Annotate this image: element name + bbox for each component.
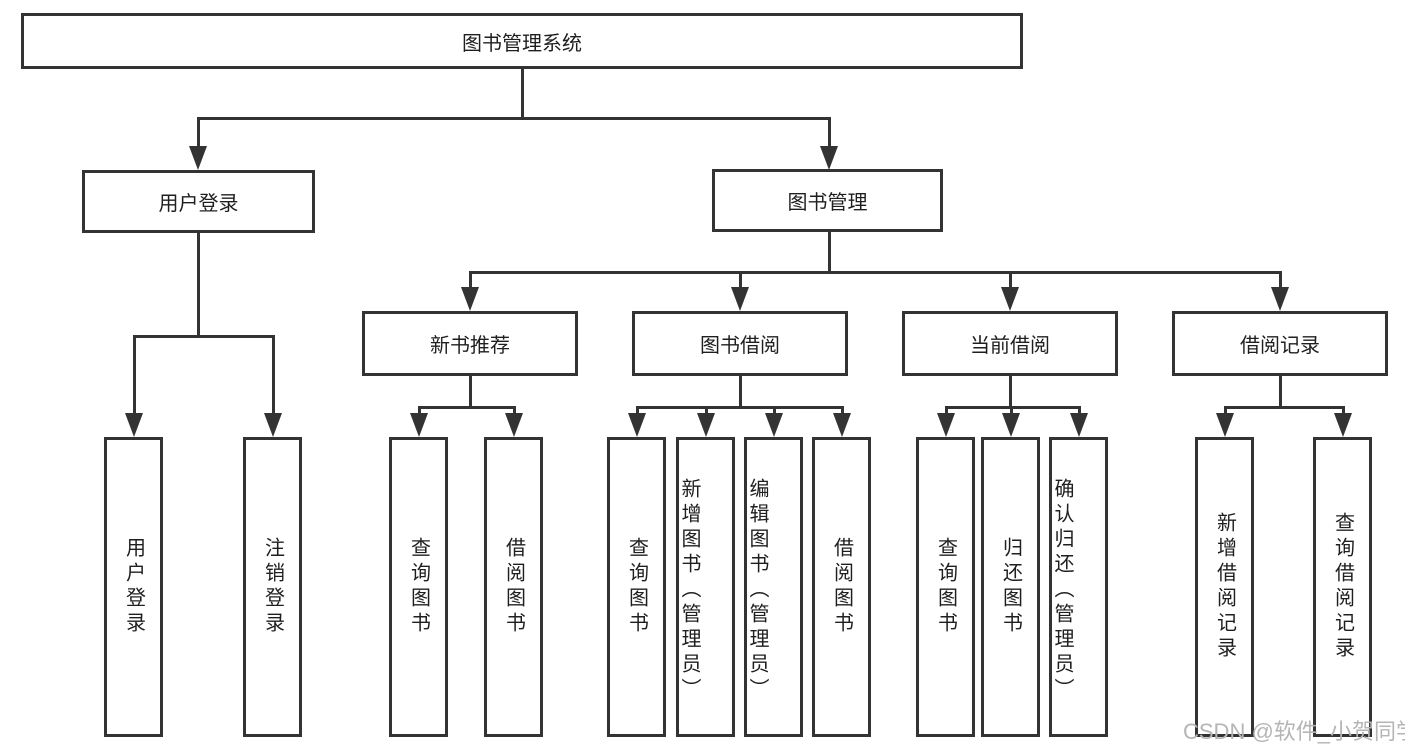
csdn-watermark: CSDN @软件_小贺同学 — [1183, 719, 1405, 744]
node-user-login-label: 用户登录 — [158, 193, 239, 215]
connector-leaf — [944, 406, 948, 418]
connector-to-current-borrow — [1008, 271, 1012, 293]
arrow-down-icon — [833, 413, 851, 437]
arrow-down-icon — [1271, 287, 1289, 311]
arrow-down-icon — [820, 146, 838, 170]
connector-to-leaf-user-login — [132, 335, 136, 415]
node-current-borrow: 当前借阅 — [902, 311, 1118, 376]
arrow-down-icon — [937, 413, 955, 437]
arrow-down-icon — [697, 413, 715, 437]
connector-to-book-mgmt — [827, 117, 831, 150]
connector-root-rail — [196, 117, 831, 120]
connector-to-leaf-logout — [271, 335, 275, 415]
arrow-down-icon — [1334, 413, 1352, 437]
connector-current-borrow-rail — [944, 406, 1081, 409]
connector-to-borrow-record — [1278, 271, 1282, 293]
arrow-down-icon — [628, 413, 646, 437]
connector-leaf — [772, 406, 776, 418]
connector-book-mgmt-stem — [827, 232, 831, 271]
node-new-book-rec-label: 新书推荐 — [430, 335, 510, 357]
node-leaf-user-login: 用户登录 — [104, 437, 163, 737]
node-leaf-query-book-1: 查询图书 — [389, 437, 448, 737]
connector-new-book-rec-rail — [417, 406, 516, 409]
connector-book-borrow-rail — [635, 406, 844, 409]
node-book-borrow-label: 图书借阅 — [700, 335, 780, 357]
arrow-down-icon — [189, 146, 207, 170]
node-borrow-record: 借阅记录 — [1172, 311, 1388, 376]
node-book-borrow: 图书借阅 — [632, 311, 848, 376]
connector-borrow-record-stem — [1278, 376, 1282, 406]
node-root: 图书管理系统 — [21, 13, 1023, 69]
arrow-down-icon — [264, 413, 282, 437]
connector-leaf — [704, 406, 708, 418]
connector-leaf — [1009, 406, 1013, 418]
arrow-down-icon — [731, 287, 749, 311]
connector-new-book-rec-stem — [468, 376, 472, 406]
node-leaf-query-book-2: 查询图书 — [607, 437, 666, 737]
node-leaf-edit-book: 编辑图书（管理员） — [744, 437, 803, 737]
node-leaf-user-login-label: 用户登录 — [122, 537, 145, 637]
connector-user-login-rail — [132, 335, 275, 338]
connector-leaf — [417, 406, 421, 418]
node-leaf-add-record: 新增借阅记录 — [1195, 437, 1254, 737]
connector-to-new-book-rec — [468, 271, 472, 293]
arrow-down-icon — [1002, 413, 1020, 437]
connector-leaf — [1077, 406, 1081, 418]
node-leaf-logout: 注销登录 — [243, 437, 302, 737]
node-user-login: 用户登录 — [82, 170, 315, 233]
node-new-book-rec: 新书推荐 — [362, 311, 578, 376]
node-leaf-query-book-3-label: 查询图书 — [934, 537, 957, 637]
connector-leaf — [635, 406, 639, 418]
node-leaf-return-book: 归还图书 — [981, 437, 1040, 737]
node-leaf-borrow-book-2-label: 借阅图书 — [830, 537, 853, 637]
connector-book-mgmt-rail — [468, 271, 1282, 274]
connector-user-login-stem — [196, 233, 200, 335]
arrow-down-icon — [410, 413, 428, 437]
node-leaf-borrow-book-1: 借阅图书 — [484, 437, 543, 737]
node-leaf-add-book-label: 新增图书（管理员） — [678, 478, 700, 703]
node-current-borrow-label: 当前借阅 — [970, 335, 1050, 357]
node-leaf-query-record-label: 查询借阅记录 — [1331, 512, 1354, 662]
node-book-mgmt: 图书管理 — [712, 169, 943, 232]
node-leaf-query-book-2-label: 查询图书 — [625, 537, 648, 637]
node-leaf-logout-label: 注销登录 — [261, 537, 284, 637]
node-root-label: 图书管理系统 — [462, 32, 582, 55]
connector-to-user-login — [196, 117, 200, 150]
arrow-down-icon — [505, 413, 523, 437]
connector-leaf — [512, 406, 516, 418]
connector-leaf — [1341, 406, 1345, 418]
arrow-down-icon — [1216, 413, 1234, 437]
node-leaf-confirm-return: 确认归还（管理员） — [1049, 437, 1108, 737]
node-book-mgmt-label: 图书管理 — [787, 192, 868, 214]
connector-root-stem — [520, 69, 524, 117]
node-leaf-borrow-book-1-label: 借阅图书 — [502, 537, 525, 637]
connector-leaf — [840, 406, 844, 418]
connector-borrow-record-rail — [1223, 406, 1345, 409]
node-leaf-query-book-3: 查询图书 — [916, 437, 975, 737]
connector-current-borrow-stem — [1008, 376, 1012, 406]
connector-to-book-borrow — [738, 271, 742, 293]
node-leaf-query-record: 查询借阅记录 — [1313, 437, 1372, 737]
node-leaf-add-book: 新增图书（管理员） — [676, 437, 735, 737]
node-leaf-edit-book-label: 编辑图书（管理员） — [746, 478, 768, 703]
node-leaf-confirm-return-label: 确认归还（管理员） — [1051, 478, 1073, 703]
node-leaf-return-book-label: 归还图书 — [999, 537, 1022, 637]
arrow-down-icon — [461, 287, 479, 311]
node-leaf-borrow-book-2: 借阅图书 — [812, 437, 871, 737]
arrow-down-icon — [765, 413, 783, 437]
connector-leaf — [1223, 406, 1227, 418]
arrow-down-icon — [125, 413, 143, 437]
node-leaf-query-book-1-label: 查询图书 — [407, 537, 430, 637]
node-borrow-record-label: 借阅记录 — [1240, 335, 1320, 357]
arrow-down-icon — [1070, 413, 1088, 437]
connector-book-borrow-stem — [738, 376, 742, 406]
node-leaf-add-record-label: 新增借阅记录 — [1213, 512, 1236, 662]
arrow-down-icon — [1001, 287, 1019, 311]
